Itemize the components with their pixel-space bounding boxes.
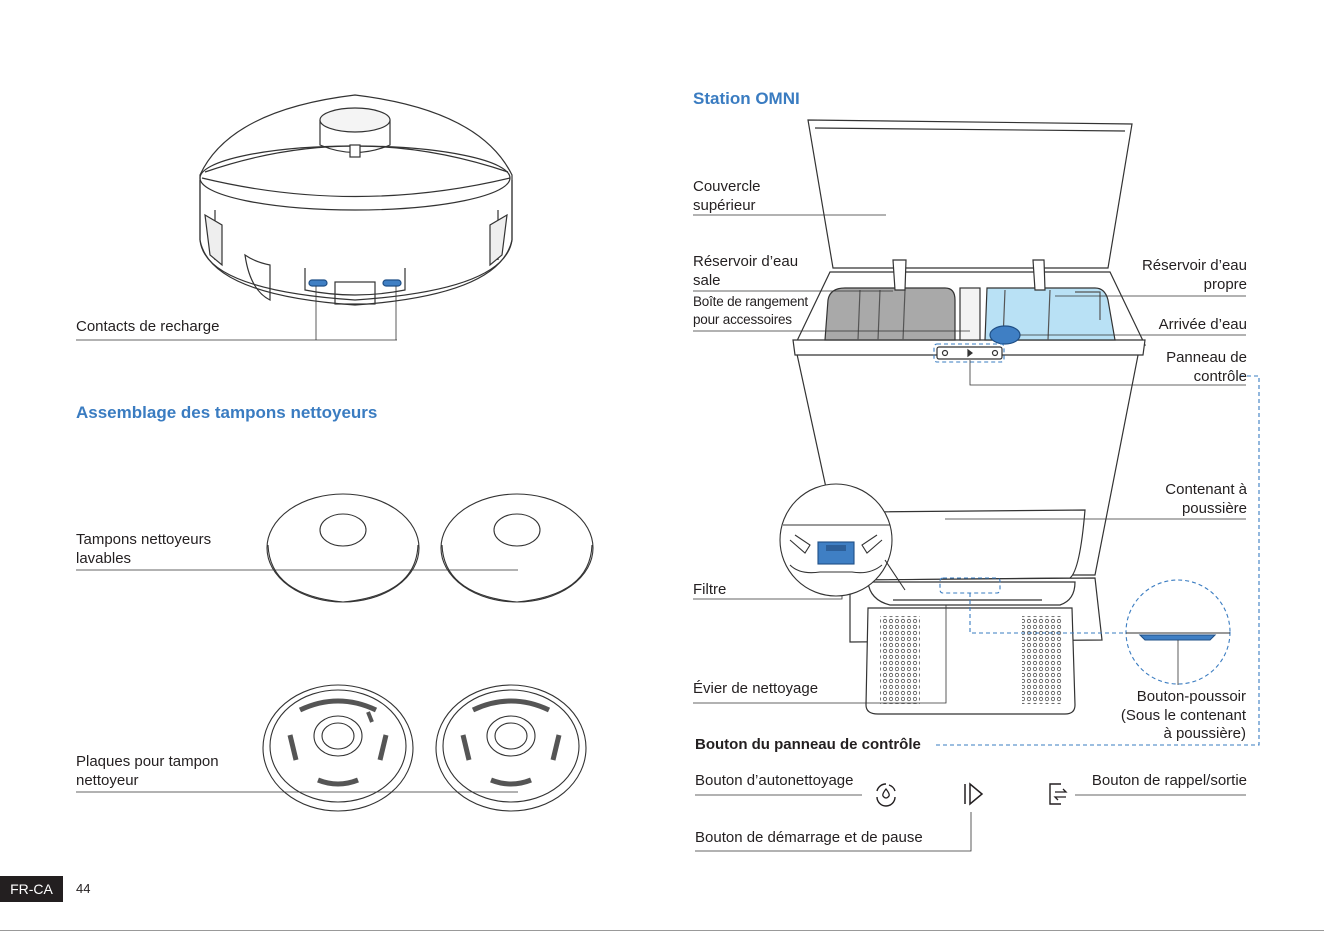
lid-label-line1: Couvercle xyxy=(693,178,761,195)
robot-leader-lines xyxy=(76,286,397,341)
recall-exit-button-label: Bouton de rappel/sortie xyxy=(1091,772,1247,789)
washable-pads-label-line1: Tampons nettoyeurs xyxy=(76,531,212,548)
recall-exit-icon xyxy=(1049,783,1068,805)
pad-assembly-title: Assemblage des tampons nettoyeurs xyxy=(76,403,378,422)
station-dashed-callouts xyxy=(933,343,1260,746)
filter-zoom-illustration xyxy=(779,483,906,597)
storage-box-label-line2: pour accessoires xyxy=(693,312,792,327)
storage-box-label-line1: Boîte de rangement xyxy=(693,294,808,309)
control-panel-label-line2: contrôle xyxy=(1193,368,1247,385)
push-button-label-line3: à poussière) xyxy=(1163,725,1246,742)
bottom-rule xyxy=(0,930,1324,931)
mop-plates-illustration xyxy=(262,684,587,812)
start-pause-icon xyxy=(964,782,984,806)
lid-label-line2: supérieur xyxy=(693,197,756,214)
start-pause-button-label: Bouton de démarrage et de pause xyxy=(695,829,923,846)
self-clean-icon xyxy=(876,783,896,807)
dirty-water-tank xyxy=(824,287,956,341)
mop-plates-label-line1: Plaques pour tampon xyxy=(76,753,219,770)
robot-vacuum-illustration xyxy=(199,94,513,306)
station-leader-lines xyxy=(693,214,1246,852)
mop-plate-left xyxy=(262,684,414,812)
dirty-tank-label-line1: Réservoir d’eau xyxy=(693,253,799,270)
mop-plates-label-line2: nettoyeur xyxy=(76,772,139,789)
dirty-tank-label-line2: sale xyxy=(693,272,721,289)
washable-pads-label-line2: lavables xyxy=(76,550,132,567)
station-title: Station OMNI xyxy=(693,89,800,108)
clean-tank-label-line1: Réservoir d’eau xyxy=(1141,257,1247,274)
water-inlet xyxy=(989,325,1021,345)
dust-container-label-line1: Contenant à xyxy=(1165,481,1247,498)
wash-basin-label: Évier de nettoyage xyxy=(693,680,819,697)
page-number: 44 xyxy=(76,881,91,896)
clean-water-tank xyxy=(984,287,1116,341)
charging-contacts-label: Contacts de recharge xyxy=(76,318,220,335)
mop-pads-illustration xyxy=(266,493,594,603)
station-lid xyxy=(807,119,1133,269)
mop-plate-right xyxy=(435,684,587,812)
dust-container-label-line2: poussière xyxy=(1181,500,1247,517)
control-panel-buttons-title: Bouton du panneau de contrôle xyxy=(695,736,921,753)
filter-label: Filtre xyxy=(693,581,727,598)
clean-tank-label-line2: propre xyxy=(1203,276,1247,293)
self-clean-button-label: Bouton d’autonettoyage xyxy=(695,772,854,789)
station-illustration xyxy=(792,119,1146,715)
locale-badge: FR-CA xyxy=(0,876,63,902)
push-button-zoom xyxy=(1126,632,1230,641)
water-inlet-label: Arrivée d’eau xyxy=(1158,316,1247,333)
control-panel-label-line1: Panneau de xyxy=(1166,349,1247,366)
push-button-label-line2: (Sous le contenant xyxy=(1120,707,1246,724)
push-button-label-line1: Bouton-poussoir xyxy=(1136,688,1246,705)
